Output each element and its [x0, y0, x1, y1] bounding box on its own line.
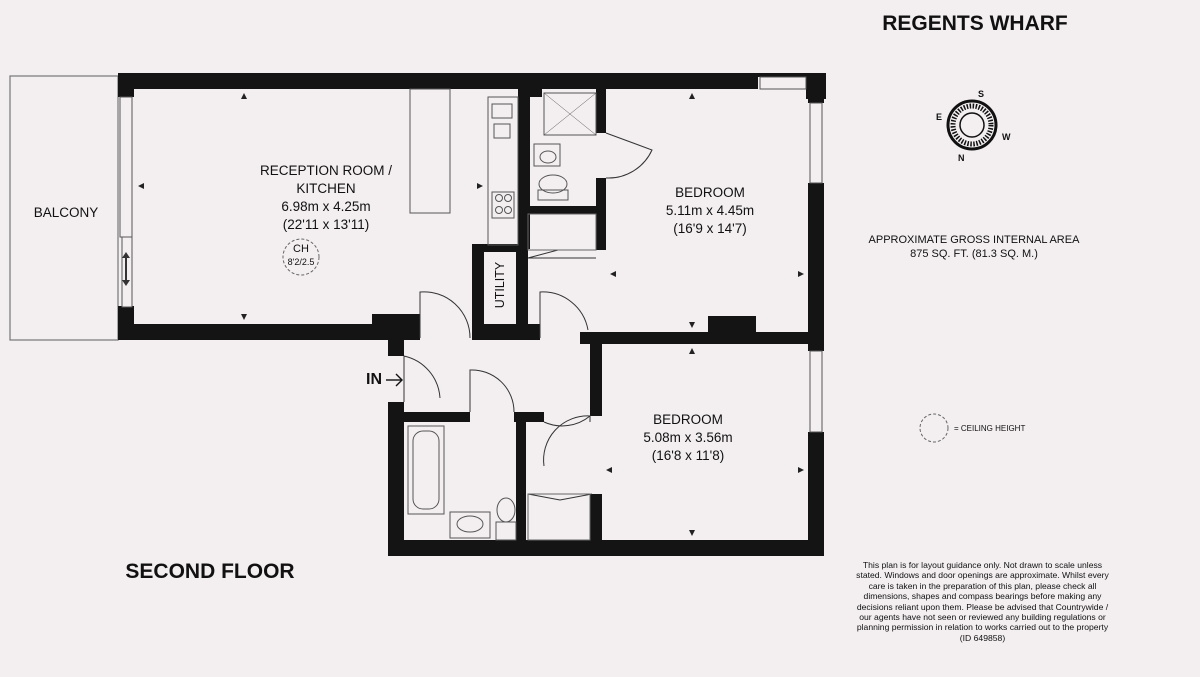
kitchen-units	[409, 88, 519, 246]
floor-label: SECOND FLOOR	[125, 560, 295, 583]
ceiling-height-abbrev: CH	[293, 243, 309, 255]
windows	[119, 76, 823, 433]
bedroom-2-imperial: (16'8 x 11'8)	[651, 448, 725, 463]
balcony-outline	[9, 75, 119, 341]
bathroom-fixtures	[407, 425, 517, 541]
gross-internal-area: APPROXIMATE GROSS INTERNAL AREA 875 SQ. …	[850, 233, 1098, 261]
compass-rose	[946, 99, 998, 151]
reception-imperial: (22'11 x 13'11)	[282, 217, 370, 232]
sliding-door-arrow	[122, 252, 130, 286]
reception-metric: 6.98m x 4.25m	[281, 199, 371, 214]
dimension-ticks	[138, 93, 804, 536]
development-name: REGENTS WHARF	[882, 12, 1068, 35]
entrance-label: IN	[366, 371, 382, 388]
disclaimer-text: This plan is for layout guidance only. N…	[856, 560, 1109, 643]
compass-n: N	[958, 153, 965, 163]
ceiling-height-legend-label: = CEILING HEIGHT	[954, 424, 1026, 433]
ensuite-fixtures	[533, 92, 597, 201]
bedroom-2-label: BEDROOM 5.08m x 3.56m (16'8 x 11'8)	[598, 411, 778, 465]
bedroom-2-name: BEDROOM	[653, 412, 723, 427]
reception-room-label: RECEPTION ROOM / KITCHEN 6.98m x 4.25m (…	[226, 162, 426, 234]
bedroom-1-label: BEDROOM 5.11m x 4.45m (16'9 x 14'7)	[620, 184, 800, 238]
bedroom-1-metric: 5.11m x 4.45m	[665, 203, 755, 218]
bedroom-1-imperial: (16'9 x 14'7)	[673, 221, 747, 236]
balcony-label: BALCONY	[33, 205, 99, 220]
walls	[118, 73, 826, 556]
utility-label: UTILITY	[493, 261, 507, 309]
ceiling-height-marker	[282, 238, 320, 276]
ceiling-height-legend-symbol	[919, 413, 949, 443]
bedroom-2-metric: 5.08m x 3.56m	[643, 430, 733, 445]
area-line2: 875 SQ. FT. (81.3 SQ. M.)	[910, 248, 1038, 260]
compass-s: S	[978, 89, 985, 99]
area-line1: APPROXIMATE GROSS INTERNAL AREA	[868, 234, 1080, 246]
door-swings	[403, 132, 653, 501]
compass-e: E	[936, 112, 943, 122]
ceiling-height-value: 8'2/2.5	[287, 257, 315, 267]
entrance-arrow	[386, 373, 403, 387]
reception-name-line2: KITCHEN	[296, 181, 356, 196]
ceiling-height-label: CH 8'2/2.5	[281, 243, 321, 269]
bedroom-1-name: BEDROOM	[675, 185, 745, 200]
compass-w: W	[1002, 132, 1011, 142]
wardrobes	[527, 213, 597, 541]
reception-name-line1: RECEPTION ROOM /	[259, 163, 392, 178]
